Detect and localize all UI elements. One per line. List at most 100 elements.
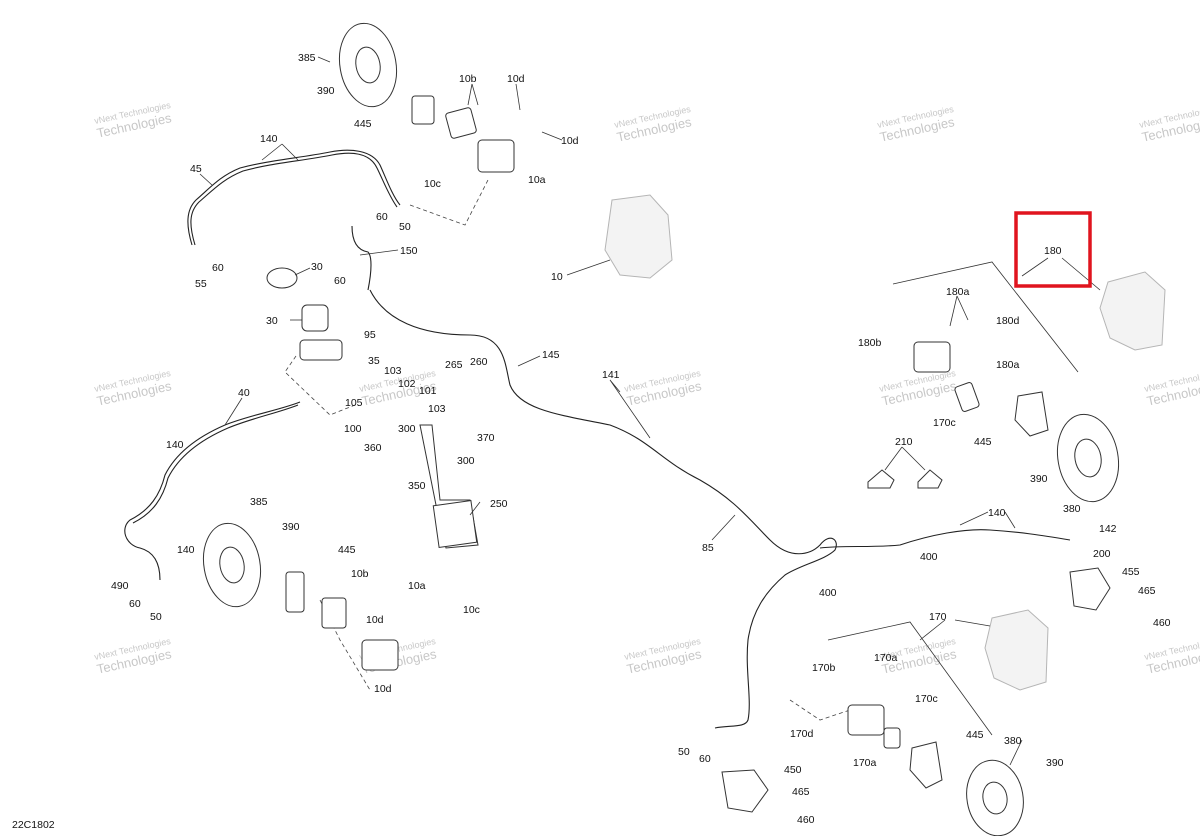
callout-490[interactable]: 490 <box>111 580 129 592</box>
brake-lines <box>124 149 1071 729</box>
callout-140[interactable]: 140 <box>260 133 278 145</box>
callout-55[interactable]: 55 <box>195 278 207 290</box>
brake-pedal <box>419 424 479 549</box>
brake-hose-front-left-2 <box>190 152 398 246</box>
callout-390[interactable]: 390 <box>1030 473 1048 485</box>
callout-400[interactable]: 400 <box>920 551 938 563</box>
callout-170a[interactable]: 170a <box>874 652 898 664</box>
callout-10c[interactable]: 10c <box>463 604 480 616</box>
callout-385[interactable]: 385 <box>250 496 268 508</box>
callout-455[interactable]: 455 <box>1122 566 1140 578</box>
callout-10b[interactable]: 10b <box>351 568 369 580</box>
callout-200[interactable]: 200 <box>1093 548 1111 560</box>
callout-170d[interactable]: 170d <box>790 728 814 740</box>
callout-380[interactable]: 380 <box>1004 735 1022 747</box>
callout-85[interactable]: 85 <box>702 542 714 554</box>
callout-140[interactable]: 140 <box>177 544 195 556</box>
callout-50[interactable]: 50 <box>678 746 690 758</box>
callout-300[interactable]: 300 <box>398 423 416 435</box>
callout-60[interactable]: 60 <box>129 598 141 610</box>
callout-60[interactable]: 60 <box>699 753 711 765</box>
callout-60[interactable]: 60 <box>376 211 388 223</box>
callouts: 385 390 445 10b 10d 10d 10c 10a 140 45 6… <box>111 52 1171 826</box>
watermark: vNext Technologies Technologies <box>1143 636 1200 677</box>
callout-390[interactable]: 390 <box>317 85 335 97</box>
callout-170b[interactable]: 170b <box>812 662 836 674</box>
callout-360[interactable]: 360 <box>364 442 382 454</box>
callout-10b[interactable]: 10b <box>459 73 477 85</box>
watermark: vNext Technologies Technologies <box>1143 368 1200 409</box>
callout-10d[interactable]: 10d <box>507 73 525 85</box>
callout-102[interactable]: 102 <box>398 378 416 390</box>
brake-disc-rear-right <box>966 759 1024 836</box>
callout-170[interactable]: 170 <box>929 611 947 623</box>
callout-445[interactable]: 445 <box>974 436 992 448</box>
callout-390[interactable]: 390 <box>1046 757 1064 769</box>
callout-450[interactable]: 450 <box>784 764 802 776</box>
callout-380[interactable]: 380 <box>1063 503 1081 515</box>
callout-210[interactable]: 210 <box>895 436 913 448</box>
callout-370[interactable]: 370 <box>477 432 495 444</box>
callout-385[interactable]: 385 <box>298 52 316 64</box>
callout-180a[interactable]: 180a <box>996 359 1020 371</box>
callout-50[interactable]: 50 <box>399 221 411 233</box>
caliper-front-right <box>913 341 1049 437</box>
callout-142[interactable]: 142 <box>1099 523 1117 535</box>
callout-45[interactable]: 45 <box>190 163 202 175</box>
callout-60[interactable]: 60 <box>212 262 224 274</box>
caliper-rear-right <box>847 704 943 789</box>
callout-141[interactable]: 141 <box>602 369 620 381</box>
callout-10d[interactable]: 10d <box>561 135 579 147</box>
callout-400[interactable]: 400 <box>819 587 837 599</box>
watermark: vNext Technologies Technologies <box>93 100 173 141</box>
callout-180a[interactable]: 180a <box>946 286 970 298</box>
callout-10c[interactable]: 10c <box>424 178 441 190</box>
callout-10d[interactable]: 10d <box>374 683 392 695</box>
callout-103[interactable]: 103 <box>384 365 402 377</box>
callout-101[interactable]: 101 <box>419 385 437 397</box>
bracket-450 <box>721 769 769 813</box>
callout-50[interactable]: 50 <box>150 611 162 623</box>
callout-30[interactable]: 30 <box>311 261 323 273</box>
callout-390[interactable]: 390 <box>282 521 300 533</box>
callout-180[interactable]: 180 <box>1044 245 1062 257</box>
callout-170c[interactable]: 170c <box>915 693 938 705</box>
callout-150[interactable]: 150 <box>400 245 418 257</box>
callout-10[interactable]: 10 <box>551 271 563 283</box>
callout-140[interactable]: 140 <box>166 439 184 451</box>
caliper-rear-left <box>285 571 399 671</box>
callout-465[interactable]: 465 <box>1138 585 1156 597</box>
callout-35[interactable]: 35 <box>368 355 380 367</box>
callout-140[interactable]: 140 <box>988 507 1006 519</box>
watermark: vNext Technologies Technologies <box>93 368 173 409</box>
callout-460[interactable]: 460 <box>797 814 815 826</box>
callout-145[interactable]: 145 <box>542 349 560 361</box>
callout-100[interactable]: 100 <box>344 423 362 435</box>
callout-10a[interactable]: 10a <box>408 580 426 592</box>
callout-40[interactable]: 40 <box>238 387 250 399</box>
leader-lines <box>199 56 1101 766</box>
callout-445[interactable]: 445 <box>338 544 356 556</box>
callout-105[interactable]: 105 <box>345 397 363 409</box>
callout-103[interactable]: 103 <box>428 403 446 415</box>
callout-95[interactable]: 95 <box>364 329 376 341</box>
callout-180b[interactable]: 180b <box>858 337 882 349</box>
callout-250[interactable]: 250 <box>490 498 508 510</box>
callout-460[interactable]: 460 <box>1153 617 1171 629</box>
callout-170c[interactable]: 170c <box>933 417 956 429</box>
callout-170a[interactable]: 170a <box>853 757 877 769</box>
callout-10a[interactable]: 10a <box>528 174 546 186</box>
callout-10d[interactable]: 10d <box>366 614 384 626</box>
callout-180d[interactable]: 180d <box>996 315 1020 327</box>
callout-445[interactable]: 445 <box>354 118 372 130</box>
callout-300[interactable]: 300 <box>457 455 475 467</box>
callout-260[interactable]: 260 <box>470 356 488 368</box>
callout-60[interactable]: 60 <box>334 275 346 287</box>
callout-30[interactable]: 30 <box>266 315 278 327</box>
callout-465[interactable]: 465 <box>792 786 810 798</box>
callout-445[interactable]: 445 <box>966 729 984 741</box>
callout-265[interactable]: 265 <box>445 359 463 371</box>
callout-350[interactable]: 350 <box>408 480 426 492</box>
